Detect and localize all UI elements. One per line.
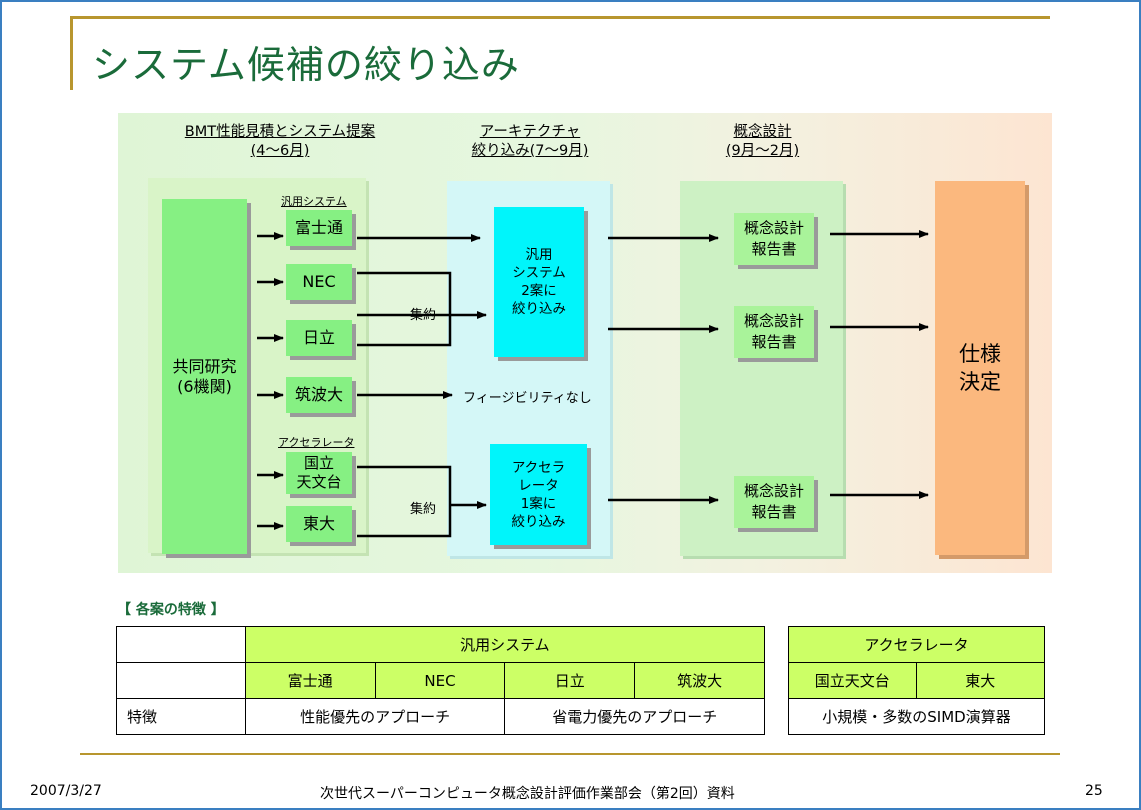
narrow-line: 汎用	[525, 247, 553, 263]
footer-rule	[80, 753, 1060, 755]
feasibility-none-label: フィージビリティなし	[463, 391, 592, 406]
general-narrow-box: 汎用 システム 2案に 絞り込み	[494, 207, 584, 357]
joint-research-count: (6機関)	[177, 376, 232, 396]
vendor-cell: 筑波大	[634, 662, 765, 699]
report-label: 概念設計	[743, 219, 804, 237]
general-features-table: 汎用システム 富士通 NEC 日立 筑波大 特徴 性能優先のアプローチ 省電力優…	[116, 626, 766, 735]
spec-decision-box: 仕様 決定	[935, 181, 1025, 555]
vendor-cell: 富士通	[244, 662, 376, 699]
vendor-cell: 国立天文台	[788, 662, 917, 699]
vendor-cell: NEC	[374, 662, 506, 699]
narrow-line: 絞り込み	[512, 301, 566, 317]
accel-features-table: アクセラレータ 国立天文台 東大 小規模・多数のSIMD演算器	[788, 626, 1045, 735]
report-label: 報告書	[751, 333, 797, 351]
vendor-box-nec: NEC	[286, 264, 352, 300]
narrow-line: システム	[512, 265, 566, 281]
joint-research-label: 共同研究	[172, 356, 237, 376]
empty-cell	[116, 662, 246, 699]
phase-title: BMT性能見積とシステム提案	[184, 124, 376, 140]
title-rule	[70, 16, 1050, 19]
accel-header: アクセラレータ	[788, 626, 1045, 663]
vendor-cell: 日立	[504, 662, 636, 699]
report-label: 報告書	[751, 240, 797, 258]
feature-cell: 省電力優先のアプローチ	[504, 698, 765, 735]
slide-title: システム候補の絞り込み	[92, 43, 520, 87]
vendor-box-todai: 東大	[286, 506, 352, 542]
narrow-line: アクセラ	[511, 459, 566, 476]
feature-cell: 性能優先のアプローチ	[244, 698, 506, 735]
vendor-box-hitachi: 日立	[286, 320, 352, 356]
narrow-line: レータ	[518, 477, 559, 494]
vendor-box-tsukuba: 筑波大	[286, 377, 352, 413]
phase-header-concept: 概念設計 (9月〜2月)	[680, 123, 845, 161]
decision-label: 仕様	[959, 342, 1001, 366]
phase-period: (9月〜2月)	[725, 143, 800, 159]
phase-header-bmt: BMT性能見積とシステム提案 (4〜6月)	[150, 123, 410, 161]
feature-row-label: 特徴	[116, 698, 246, 735]
phase-header-architecture: アーキテクチャ 絞り込み(7〜9月)	[445, 123, 615, 161]
general-system-label: 汎用システム	[281, 195, 347, 208]
feature-cell: 小規模・多数のSIMD演算器	[788, 698, 1045, 735]
vendor-box-naoj: 国立 天文台	[286, 452, 352, 494]
page-number: 25	[1085, 783, 1103, 799]
phase-title: 概念設計	[733, 124, 792, 140]
report-label: 報告書	[751, 503, 797, 521]
vendor-box-fujitsu: 富士通	[286, 210, 352, 246]
consolidate-label-general: 集約	[410, 308, 437, 323]
features-section-title: 【 各案の特徴 】	[117, 602, 225, 618]
report-document-1: 概念設計 報告書	[734, 213, 814, 265]
phase-period: 絞り込み(7〜9月)	[471, 143, 589, 159]
empty-cell	[116, 626, 246, 663]
decision-label: 決定	[959, 370, 1001, 394]
narrow-line: 1案に	[520, 495, 557, 512]
accel-narrow-box: アクセラ レータ 1案に 絞り込み	[490, 444, 587, 545]
narrow-line: 2案に	[521, 283, 557, 299]
vendor-label: 国立	[303, 454, 334, 472]
phase-period: (4〜6月)	[250, 143, 310, 159]
phase-title: アーキテクチャ	[479, 124, 581, 140]
accelerator-label: アクセラレータ	[278, 436, 355, 449]
general-header: 汎用システム	[244, 626, 766, 663]
consolidate-label-accel: 集約	[410, 502, 437, 517]
title-bar	[70, 16, 73, 90]
report-document-3: 概念設計 報告書	[734, 476, 814, 528]
vendor-label: 天文台	[296, 473, 342, 491]
footer-date: 2007/3/27	[30, 783, 102, 799]
report-document-2: 概念設計 報告書	[734, 306, 814, 358]
report-label: 概念設計	[743, 312, 804, 330]
footer-center: 次世代スーパーコンピュータ概念設計評価作業部会（第2回）資料	[320, 786, 735, 802]
vendor-cell: 東大	[915, 662, 1045, 699]
joint-research-box: 共同研究 (6機関)	[162, 199, 247, 554]
narrow-line: 絞り込み	[511, 513, 566, 530]
report-label: 概念設計	[743, 482, 804, 500]
